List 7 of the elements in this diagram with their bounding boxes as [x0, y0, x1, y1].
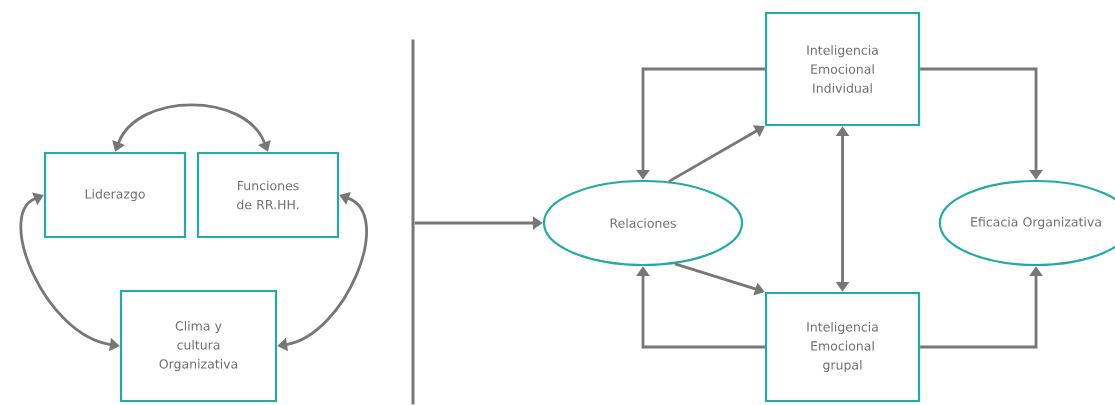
- concept-box: Liderazgo: [43, 151, 187, 239]
- concept-box: Inteligencia Emocional Individual: [764, 11, 921, 127]
- concept-box: Clima y cultura Organizativa: [119, 289, 278, 403]
- vertical-bar: [411, 39, 415, 405]
- arrow: [668, 125, 765, 183]
- concept-box: Funciones de RR.HH.: [196, 151, 340, 239]
- concept-box: Inteligencia Emocional grupal: [764, 291, 921, 403]
